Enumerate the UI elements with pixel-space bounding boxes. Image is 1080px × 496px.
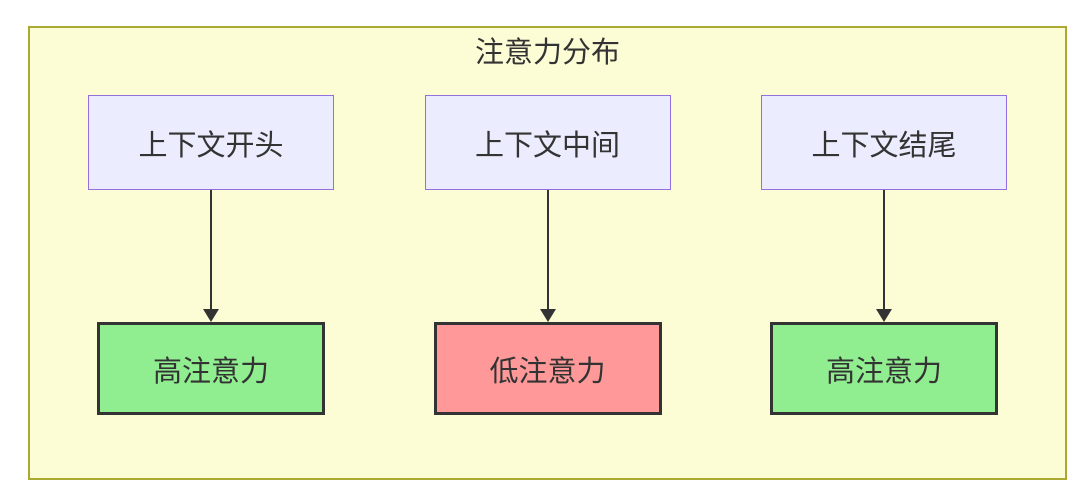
arrow-down <box>203 190 219 322</box>
attention-result-node: 高注意力 <box>770 322 998 415</box>
diagram-title: 注意力分布 <box>474 37 620 69</box>
context-begin-node: 上下文开头 <box>88 95 334 190</box>
arrowhead-icon <box>203 309 219 322</box>
arrow-down <box>539 190 556 322</box>
arrowhead-icon <box>539 309 556 322</box>
attention-result-node: 低注意力 <box>433 322 662 415</box>
context-middle-node: 上下文中间 <box>424 95 671 190</box>
arrow-line <box>546 190 549 309</box>
flow-column-middle: 上下文中间 低注意力 <box>424 95 671 415</box>
arrowhead-icon <box>876 309 892 322</box>
arrow-line <box>883 190 885 309</box>
attention-result-node: 高注意力 <box>97 322 325 415</box>
flow-columns: 上下文开头 高注意力 上下文中间 低注意力 上下文结尾 <box>30 95 1065 415</box>
attention-distribution-diagram: 注意力分布 上下文开头 高注意力 上下文中间 低注意力 上下文结尾 <box>28 26 1067 480</box>
context-end-node: 上下文结尾 <box>761 95 1007 190</box>
arrow-line <box>210 190 212 309</box>
arrow-down <box>876 190 892 322</box>
flow-column-end: 上下文结尾 高注意力 <box>761 95 1007 415</box>
flow-column-begin: 上下文开头 高注意力 <box>88 95 334 415</box>
